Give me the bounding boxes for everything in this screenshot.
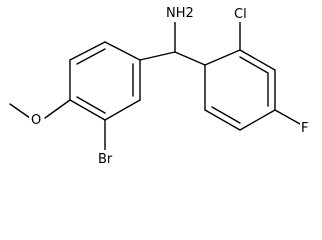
left-ring-bond-4 xyxy=(69,99,106,121)
bond-c-right-ring xyxy=(174,51,206,66)
bond-ring-o xyxy=(44,99,71,119)
left-ring-bond-2 xyxy=(69,41,106,61)
right-ring-double-1 xyxy=(239,56,269,74)
left-ring-double-1 xyxy=(76,48,106,65)
chlorine-label-bg xyxy=(233,6,251,22)
left-ring-bond-5 xyxy=(104,99,141,121)
fluorine-label: F xyxy=(301,121,308,136)
bond-ring-f xyxy=(274,109,301,125)
bromine-label: Br xyxy=(98,152,113,167)
amine-label: NH2 xyxy=(166,6,194,21)
molecule-diagram: NH2 Cl O Br F xyxy=(9,4,312,167)
bond-o-methyl xyxy=(9,103,31,119)
right-ring-bond-2 xyxy=(239,49,276,71)
left-ring-bond-1 xyxy=(104,41,141,61)
right-ring-bond-1 xyxy=(204,49,241,66)
right-ring-double-2 xyxy=(211,106,241,124)
label-group: NH2 Cl O Br F xyxy=(29,4,312,167)
oxygen-label-bg xyxy=(29,111,43,127)
chlorine-label: Cl xyxy=(234,7,247,22)
bond-c-left-ring xyxy=(139,51,176,61)
amine-label-bg xyxy=(165,4,189,22)
bond-group xyxy=(9,21,301,151)
bromine-label-bg xyxy=(97,150,117,166)
oxygen-label: O xyxy=(31,113,41,128)
right-ring-bond-5 xyxy=(204,109,241,131)
fluorine-label-bg xyxy=(300,119,312,135)
left-ring-double-2 xyxy=(76,96,106,114)
right-ring-bond-4 xyxy=(239,109,276,131)
